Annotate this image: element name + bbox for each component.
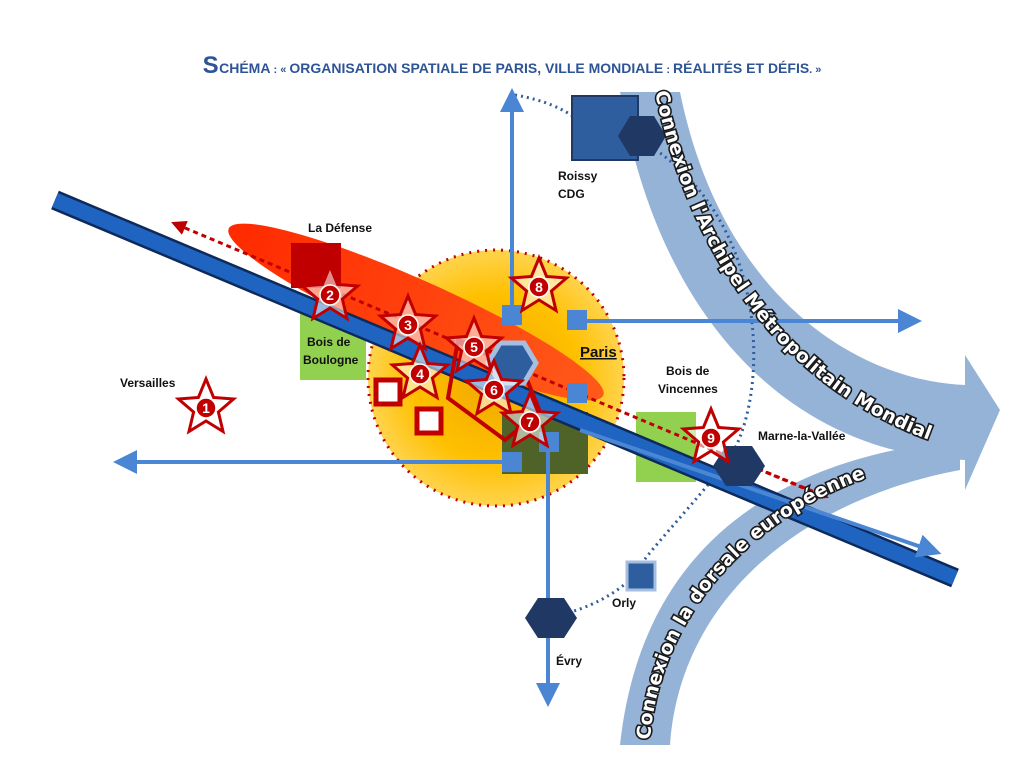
title-part-1: ORGANISATION SPATIALE DE PARIS, VILLE MO… xyxy=(289,60,664,76)
star-number-badge xyxy=(409,363,431,385)
node-square-east xyxy=(567,310,587,330)
label-bois-boulogne-1: Bois de xyxy=(307,335,351,349)
star-number: 7 xyxy=(526,414,534,430)
outlined-square-1 xyxy=(373,377,403,407)
title-separator-1: : « xyxy=(270,64,290,76)
label-bois-vincennes-2: Vincennes xyxy=(658,382,718,396)
star-number: 3 xyxy=(404,317,412,333)
star-number-badge xyxy=(319,284,341,306)
star-number-badge xyxy=(528,276,550,298)
label-la-defense: La Défense xyxy=(308,221,372,235)
star-number-badge xyxy=(483,379,505,401)
star-marker-4: 4 xyxy=(388,341,452,401)
title-initial: S xyxy=(202,52,220,79)
star-number: 8 xyxy=(535,279,543,295)
title-close: . » xyxy=(809,64,822,76)
star-marker-5: 5 xyxy=(442,314,506,374)
diagram-title: SCHÉMA : « ORGANISATION SPATIALE DE PARI… xyxy=(0,52,1024,80)
title-word: CHÉMA xyxy=(219,60,271,76)
node-square-southwest xyxy=(502,452,522,472)
label-bois-vincennes-1: Bois de xyxy=(666,364,710,378)
hexagon-evry xyxy=(525,598,577,638)
label-versailles: Versailles xyxy=(120,376,176,390)
star-marker-9: 9 xyxy=(679,405,743,465)
star-marker-3: 3 xyxy=(376,292,440,352)
star-marker-8: 8 xyxy=(507,254,571,314)
star-number: 1 xyxy=(202,400,210,416)
star-number: 6 xyxy=(490,382,498,398)
star-number-badge xyxy=(463,336,485,358)
star-number: 2 xyxy=(326,287,334,303)
label-orly: Orly xyxy=(612,596,636,610)
hexagon-roissy xyxy=(618,116,666,156)
curve-arrow-dorsale xyxy=(620,440,960,745)
label-evry: Évry xyxy=(556,653,582,668)
star-number-badge xyxy=(700,427,722,449)
star-number-badge xyxy=(195,397,217,419)
star-marker-1: 1 xyxy=(174,375,238,435)
dotted-roissy-link xyxy=(514,93,576,120)
axis-arrow-east xyxy=(579,428,942,558)
star-marker-7: 7 xyxy=(498,389,562,449)
title-part-2: RÉALITÉS ET DÉFIS xyxy=(673,60,810,76)
outlined-square-2 xyxy=(414,406,444,436)
label-bois-boulogne-2: Boulogne xyxy=(303,353,359,367)
label-roissy-2: CDG xyxy=(558,187,585,201)
star-number-badge xyxy=(519,411,541,433)
star-number-badge xyxy=(397,314,419,336)
star-number: 5 xyxy=(470,339,478,355)
star-number: 4 xyxy=(416,366,424,382)
star-marker-6: 6 xyxy=(462,357,526,417)
stars-layer: 1 2 3 4 5 6 7 8 9 xyxy=(174,254,743,465)
red-dotted-axis xyxy=(171,220,821,497)
orly-square xyxy=(625,560,657,592)
node-square-north xyxy=(502,305,522,325)
title-separator-2: : xyxy=(663,64,674,76)
node-square-southeast xyxy=(567,383,587,403)
label-roissy-1: Roissy xyxy=(558,169,598,183)
star-number: 9 xyxy=(707,430,715,446)
star-marker-2: 2 xyxy=(298,262,362,322)
label-paris: Paris xyxy=(580,344,617,361)
curve-arrow-archipel xyxy=(620,92,1000,490)
label-marne-la-vallee: Marne-la-Vallée xyxy=(758,429,846,443)
